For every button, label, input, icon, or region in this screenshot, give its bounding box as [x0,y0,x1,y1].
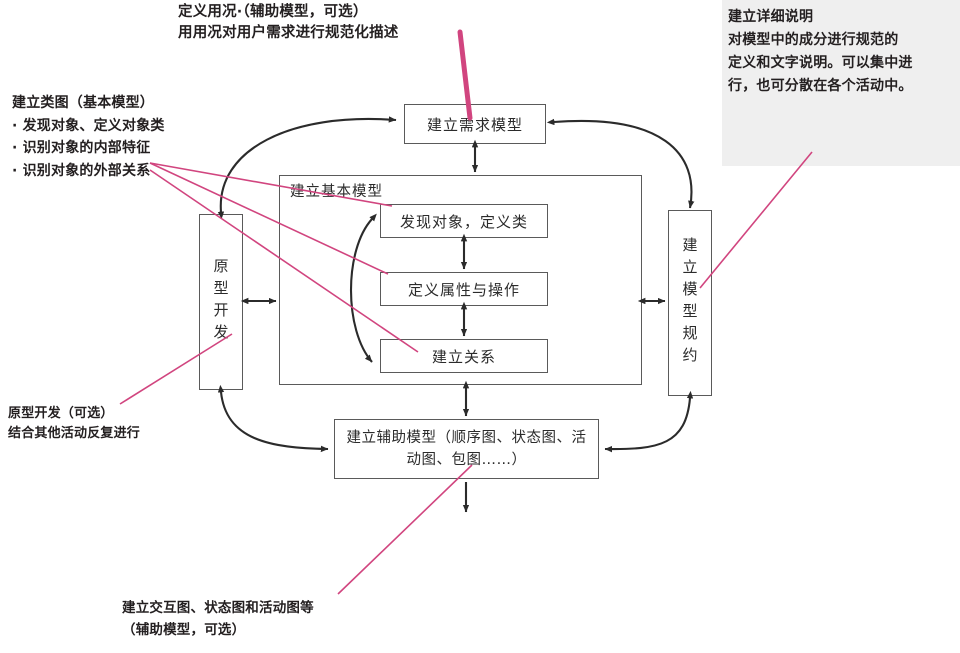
box-build-relations-label: 建立关系 [431,347,496,366]
box-auxiliary-model[interactable]: 建立辅助模型（顺序图、状态图、活动图、包图……） [334,419,599,479]
arrow-spec-to-aux [604,390,694,453]
box-build-relations[interactable]: 建立关系 [380,339,548,373]
box-discover-objects-label: 发现对象，定义类 [399,212,528,231]
box-basic-model-group-label: 建立基本模型 [290,184,383,200]
box-discover-objects[interactable]: 发现对象，定义类 [380,204,548,238]
leader-right-note [699,151,813,289]
note-detailed-specification: 建立详细说明 对模型中的成分进行规范的 定义和文字说明。可以集中进 行，也可分散… [728,9,913,95]
box-prototype-development[interactable]: 原型开发 [199,214,243,390]
box-define-attributes-label: 定义属性与操作 [407,280,520,299]
note-prototype: 原型开发（可选） 结合其他活动反复进行 [8,406,141,441]
note-use-case: 定义用况·（辅助模型，可选） 用用况对用户需求进行规范化描述 [178,4,399,42]
box-requirement-model[interactable]: 建立需求模型 [404,104,546,144]
box-model-specification[interactable]: 建立模型规约 [668,210,712,396]
box-prototype-development-label: 原型开发 [211,258,230,346]
box-model-specification-label: 建立模型规约 [680,237,699,369]
box-auxiliary-model-label: 建立辅助模型（顺序图、状态图、活动图、包图……） [346,429,587,468]
box-requirement-model-label: 建立需求模型 [426,115,523,134]
leader-bottom-note [337,464,473,595]
note-class-diagram: 建立类图（基本模型） · 发现对象、定义对象类 · 识别对象的内部特征 · 识别… [12,95,165,180]
arrow-proto-to-aux [217,384,329,453]
box-define-attributes[interactable]: 定义属性与操作 [380,272,548,306]
note-interaction-diagrams: 建立交互图、状态图和活动图等 （辅助模型，可选） [122,600,314,638]
detail-note-panel [722,0,960,166]
